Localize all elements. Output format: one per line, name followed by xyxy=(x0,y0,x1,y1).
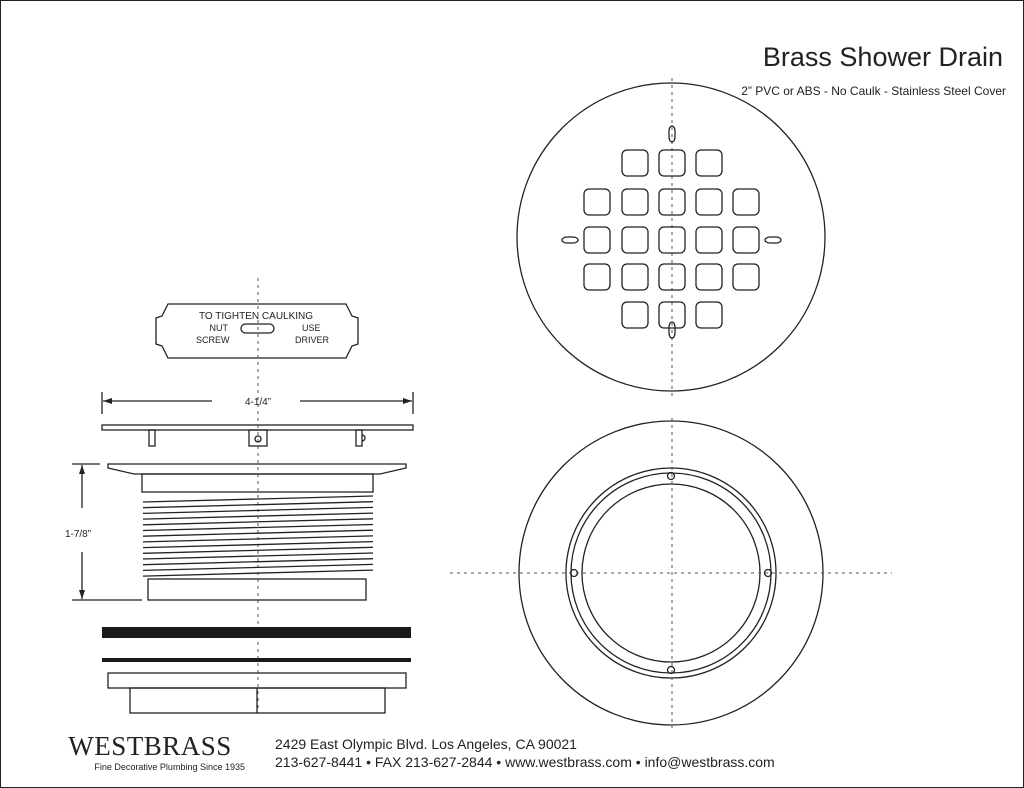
drain-hole xyxy=(732,226,760,254)
thread-line xyxy=(142,529,374,537)
drain-hole xyxy=(583,226,611,254)
thread-line xyxy=(142,558,374,566)
drain-hole xyxy=(695,149,723,177)
thread-line xyxy=(142,569,374,577)
thread-line xyxy=(142,501,374,509)
contact-info: 213-627-8441 • FAX 213-627-2844 • www.we… xyxy=(275,754,775,770)
drain-hole xyxy=(621,301,649,329)
label-line1: TO TIGHTEN CAULKING xyxy=(199,311,313,322)
screw-slot xyxy=(764,236,782,244)
thread-line xyxy=(142,552,374,560)
drain-hole xyxy=(621,149,649,177)
width-dimension: 4-1/4” xyxy=(101,392,414,414)
thread-line xyxy=(142,506,374,515)
drain-hole xyxy=(695,263,723,291)
thread-line xyxy=(142,512,374,520)
drain-hole xyxy=(621,263,649,291)
drain-hole xyxy=(658,226,686,254)
mounting-hole xyxy=(666,665,676,675)
strainer-side-view xyxy=(101,424,414,447)
drain-hole xyxy=(583,188,611,216)
label-use: USE xyxy=(302,323,321,333)
address: 2429 East Olympic Blvd. Los Angeles, CA … xyxy=(275,736,577,752)
thread-line xyxy=(142,495,374,503)
label-driver: DRIVER xyxy=(295,335,330,345)
screw-slot xyxy=(668,321,676,339)
mounting-hole xyxy=(763,568,773,578)
label-nut: NUT xyxy=(210,323,229,333)
drain-hole xyxy=(732,263,760,291)
thread-line xyxy=(142,535,374,543)
drain-hole xyxy=(695,226,723,254)
rubber-gasket xyxy=(102,627,411,638)
friction-washer xyxy=(102,658,411,662)
drain-body-bottom-view xyxy=(450,418,892,728)
screw-slot xyxy=(668,125,676,143)
drain-hole xyxy=(583,263,611,291)
drain-hole xyxy=(695,301,723,329)
strainer-cover-top-view xyxy=(516,78,826,398)
mounting-hole xyxy=(666,471,676,481)
height-label: 1-7/8” xyxy=(65,529,91,540)
thread-line xyxy=(142,540,374,549)
page-subtitle: 2” PVC or ABS - No Caulk - Stainless Ste… xyxy=(741,84,1006,98)
thread-line xyxy=(142,563,374,572)
thread-line xyxy=(142,546,374,554)
drain-hole xyxy=(658,149,686,177)
drain-hole xyxy=(732,188,760,216)
thread-line xyxy=(142,523,374,532)
drain-body-side-view xyxy=(107,463,407,601)
drain-hole xyxy=(695,188,723,216)
page-title: Brass Shower Drain xyxy=(763,42,1003,72)
drain-hole xyxy=(658,263,686,291)
caulking-nut-label: TO TIGHTEN CAULKING NUT SCREW USE DRIVER xyxy=(155,303,359,359)
screw-slot xyxy=(561,236,579,244)
label-screw: SCREW xyxy=(196,335,230,345)
drain-hole xyxy=(658,301,686,329)
locknut-side-view xyxy=(107,672,407,714)
width-label: 4-1/4” xyxy=(245,397,271,408)
drain-hole xyxy=(621,188,649,216)
brand-logo: WESTBRASS xyxy=(68,731,232,761)
drain-hole xyxy=(621,226,649,254)
brand-tagline: Fine Decorative Plumbing Since 1935 xyxy=(94,762,245,772)
drain-hole xyxy=(658,188,686,216)
thread-line xyxy=(142,518,374,526)
height-dimension: 1-7/8” xyxy=(65,463,142,601)
